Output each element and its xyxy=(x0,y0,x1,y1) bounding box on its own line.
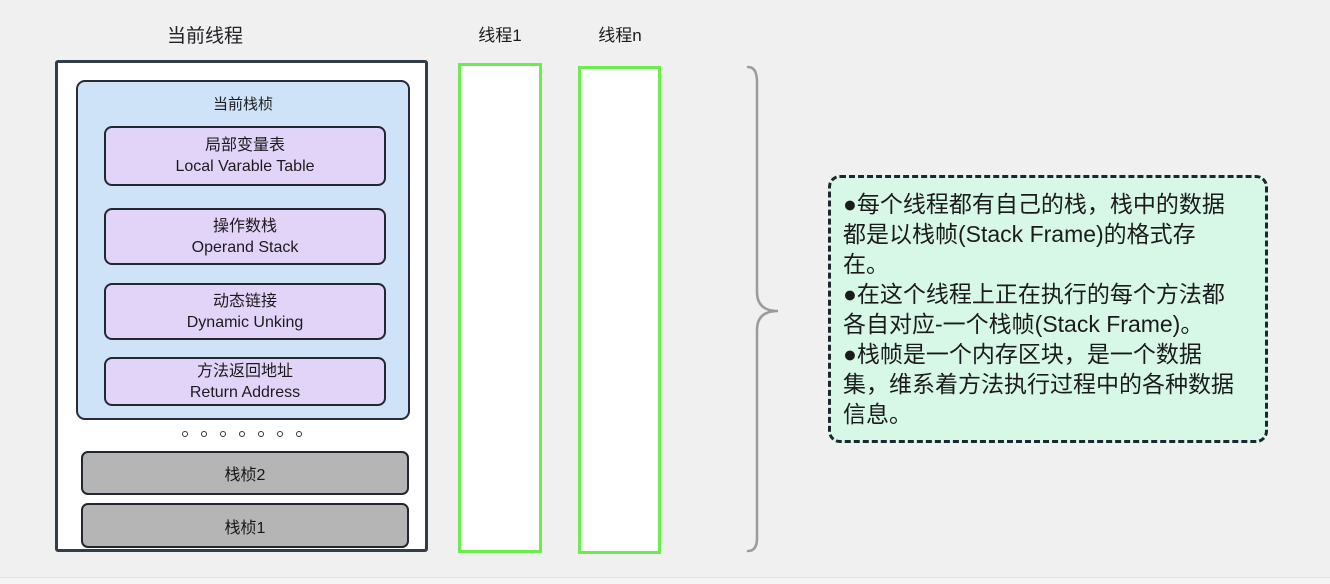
note-line: 各自对应-一个栈帧(Stack Frame)。 xyxy=(843,311,1204,337)
ellipsis-dot xyxy=(276,431,283,437)
component-operand-stack: 操作数栈 Operand Stack xyxy=(104,208,386,265)
ellipsis-dot xyxy=(295,431,302,437)
current-stack-frame-title: 当前栈桢 xyxy=(212,96,273,113)
note-line: 在。 xyxy=(843,251,889,277)
stack-frame-1-label: 栈桢1 xyxy=(224,519,266,537)
component-zh-label: 动态链接 xyxy=(212,292,277,310)
thread-n-stack-column xyxy=(578,66,661,554)
note-line: 集，维系着方法执行过程中的各种数据 xyxy=(843,371,1234,397)
thread-1-label: 线程1 xyxy=(478,26,522,45)
note-line: ●每个线程都有自己的栈，栈中的数据 xyxy=(843,191,1225,217)
thread-n-label: 线程n xyxy=(598,26,642,45)
component-en-label: Dynamic Unking xyxy=(186,313,304,331)
stack-frame-1-box: 栈桢1 xyxy=(81,503,409,548)
note-line: 信息。 xyxy=(843,401,912,427)
component-return-address: 方法返回地址 Return Address xyxy=(104,357,386,406)
ellipsis-dot xyxy=(219,431,226,437)
ellipsis-dot xyxy=(200,431,207,437)
component-zh-label: 局部变量表 xyxy=(204,137,285,154)
note-line: ●栈帧是一个内存区块，是一个数据 xyxy=(843,341,1202,367)
bottom-divider xyxy=(0,577,1330,584)
ellipsis-dot xyxy=(238,431,245,437)
component-dynamic-linking: 动态链接 Dynamic Unking xyxy=(104,283,386,340)
component-zh-label: 方法返回地址 xyxy=(196,362,293,380)
curly-brace xyxy=(746,65,779,553)
note-line: 都是以栈帧(Stack Frame)的格式存 xyxy=(843,221,1196,247)
component-local-variable-table: 局部变量表 Local Varable Table xyxy=(104,126,386,186)
ellipsis-dot xyxy=(257,431,264,437)
stack-frame-2-box: 栈桢2 xyxy=(81,451,409,495)
stack-frame-2-label: 栈桢2 xyxy=(224,467,266,484)
ellipsis-dot xyxy=(181,431,188,437)
current-thread-stack-box: 当前栈桢 局部变量表 Local Varable Table 操作数栈 Oper… xyxy=(55,60,428,552)
current-stack-frame-box: 当前栈桢 局部变量表 Local Varable Table 操作数栈 Oper… xyxy=(76,80,410,420)
component-en-label: Return Address xyxy=(189,383,301,401)
current-thread-title: 当前线程 xyxy=(166,26,243,47)
thread-1-stack-column xyxy=(458,63,542,553)
component-zh-label: 操作数栈 xyxy=(212,217,277,235)
ellipsis-dots xyxy=(58,431,425,437)
note-line: ●在这个线程上正在执行的每个方法都 xyxy=(843,281,1225,307)
component-en-label: Operand Stack xyxy=(191,238,299,256)
component-en-label: Local Varable Table xyxy=(175,158,315,175)
stack-frame-note-box: ●每个线程都有自己的栈，栈中的数据 都是以栈帧(Stack Frame)的格式存… xyxy=(828,175,1268,443)
